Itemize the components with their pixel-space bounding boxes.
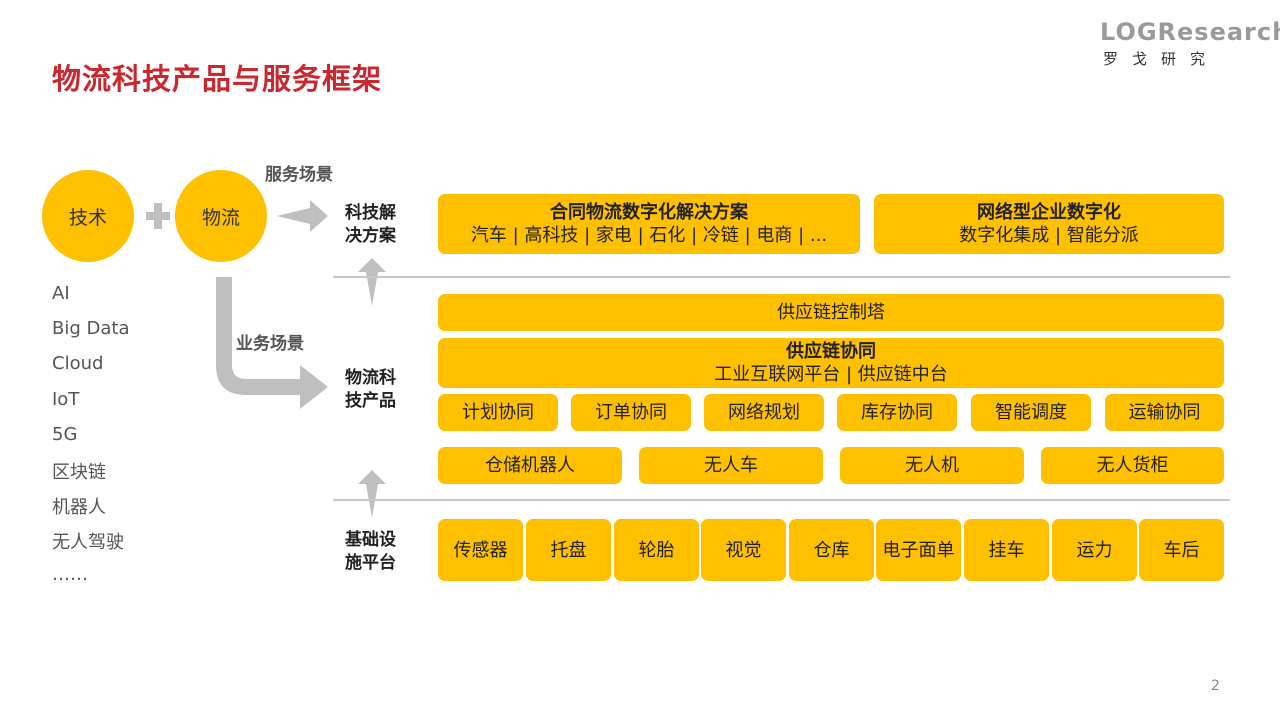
collab-title: 供应链协同	[786, 341, 876, 362]
robot-item: 无人货柜	[1041, 447, 1224, 484]
up-arrow-2	[358, 470, 386, 518]
infra-item: 车后	[1139, 519, 1224, 581]
page-title: 物流科技产品与服务框架	[52, 62, 383, 96]
divider	[333, 499, 1230, 501]
layer-solutions-label: 科技解决方案	[345, 203, 396, 246]
tech-item: IoT	[52, 389, 80, 410]
plus-icon-v	[154, 203, 162, 229]
collab-item: 库存协同	[837, 394, 957, 431]
infra-item: 轮胎	[614, 519, 699, 581]
infra-item: 电子面单	[876, 519, 961, 581]
logo-cn: 罗戈研究	[1103, 50, 1220, 68]
robot-item: 无人车	[639, 447, 823, 484]
collab-item: 网络规划	[704, 394, 824, 431]
robot-item: 仓储机器人	[438, 447, 622, 484]
solution-title: 网络型企业数字化	[977, 202, 1121, 223]
collab-item: 运输协同	[1105, 394, 1224, 431]
tech-item: ……	[52, 564, 88, 585]
collab-item: 智能调度	[971, 394, 1091, 431]
divider	[333, 276, 1230, 278]
infra-item: 挂车	[964, 519, 1049, 581]
robot-item: 无人机	[840, 447, 1024, 484]
infra-item: 仓库	[789, 519, 874, 581]
service-scenario-label: 服务场景	[265, 165, 333, 185]
tech-circle: 技术	[42, 170, 134, 262]
service-arrow	[277, 200, 328, 232]
tech-item: 无人驾驶	[52, 532, 124, 553]
infra-item: 视觉	[701, 519, 786, 581]
tech-item: 区块链	[52, 462, 106, 483]
tech-item: 机器人	[52, 497, 106, 518]
business-arrow	[216, 277, 328, 409]
collab-sub: 工业互联网平台 | 供应链中台	[714, 364, 948, 385]
tech-item: 5G	[52, 424, 78, 445]
infra-item: 托盘	[526, 519, 611, 581]
infra-item: 运力	[1052, 519, 1137, 581]
tech-item: Cloud	[52, 353, 104, 374]
logistics-circle: 物流	[175, 170, 267, 262]
infra-item: 传感器	[438, 519, 523, 581]
collab-item: 订单协同	[571, 394, 691, 431]
tech-item: Big Data	[52, 318, 130, 339]
tech-item: AI	[52, 283, 70, 304]
up-arrow-1	[358, 258, 386, 306]
collab-item: 计划协同	[438, 394, 558, 431]
layer-infrastructure-label: 基础设施平台	[345, 530, 396, 573]
collab-box: 供应链协同 工业互联网平台 | 供应链中台	[438, 338, 1224, 388]
control-tower-box: 供应链控制塔	[438, 294, 1224, 331]
business-scenario-label: 业务场景	[236, 334, 304, 354]
layer-products-label: 物流科技产品	[345, 368, 396, 411]
solution-sub: 汽车 | 高科技 | 家电 | 石化 | 冷链 | 电商 | ...	[470, 225, 828, 246]
solution-box: 合同物流数字化解决方案 汽车 | 高科技 | 家电 | 石化 | 冷链 | 电商…	[438, 194, 860, 254]
solution-sub: 数字化集成 | 智能分派	[959, 225, 1139, 246]
page-number: 2	[1211, 678, 1220, 694]
solution-box: 网络型企业数字化 数字化集成 | 智能分派	[874, 194, 1224, 254]
solution-title: 合同物流数字化解决方案	[550, 202, 748, 223]
